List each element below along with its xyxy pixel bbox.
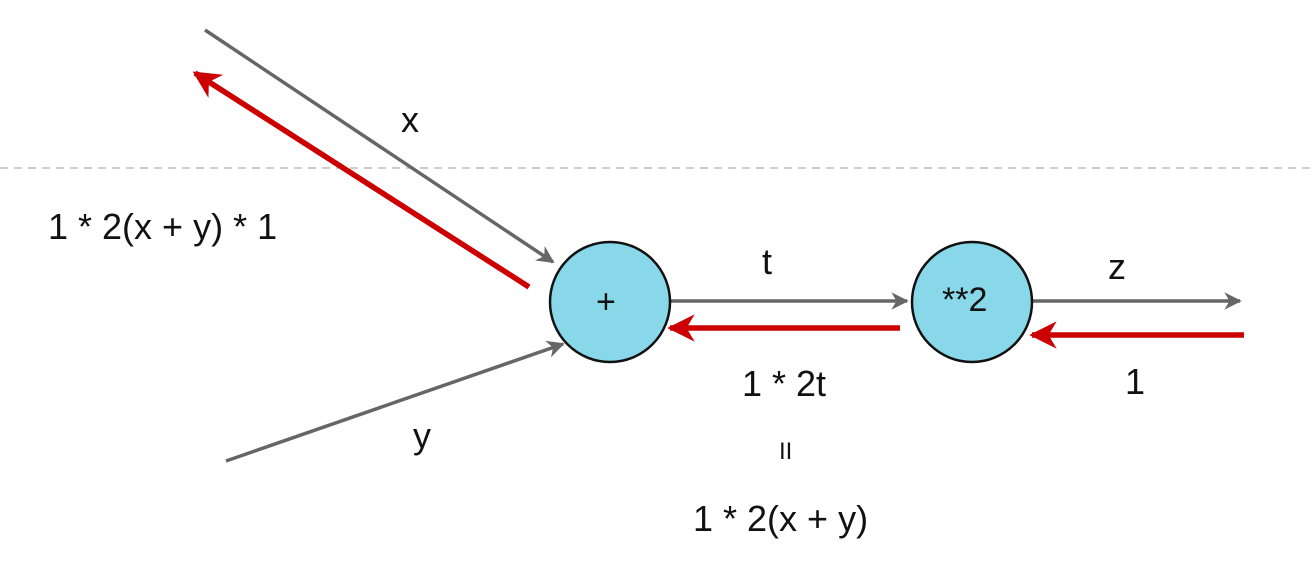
gradient-label-t: 1 * 2t — [742, 363, 827, 404]
forward-edge-x — [204, 28, 555, 264]
gradient-label-x: 1 * 2(x + y) * 1 — [48, 206, 278, 247]
node-plus-label: + — [596, 283, 616, 321]
equals-sign: II — [779, 438, 793, 465]
forward-edge-y — [225, 340, 565, 463]
node-square-label: **2 — [942, 281, 988, 319]
edge-label-z: z — [1108, 246, 1126, 287]
edge-label-t: t — [762, 241, 773, 282]
backward-edge-x — [192, 70, 531, 290]
gradient-label-z: 1 — [1125, 361, 1146, 402]
node-plus — [548, 240, 672, 364]
edge-label-y: y — [413, 415, 431, 456]
node-square — [910, 240, 1034, 364]
gradient-label-t-expanded: 1 * 2(x + y) — [693, 498, 869, 539]
edge-label-x: x — [401, 99, 419, 140]
